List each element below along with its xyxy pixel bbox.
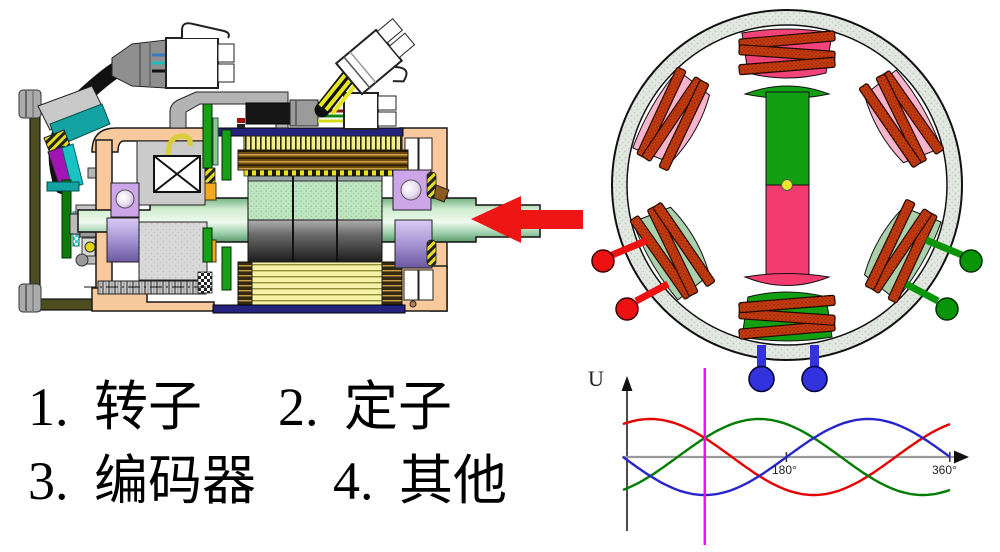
encoder-connector — [111, 22, 235, 89]
option-label: 编码器 — [94, 451, 256, 511]
encoder-led — [84, 241, 96, 253]
terminal-green — [904, 236, 983, 321]
option-number: 3. — [28, 451, 69, 511]
bearing-right — [392, 169, 450, 269]
option-number: 1. — [28, 377, 69, 437]
x-axis-arrow-icon — [954, 450, 969, 464]
connector-latch — [181, 22, 230, 39]
connector-latch — [392, 66, 408, 83]
option-label: 转子 — [94, 377, 202, 437]
encoder-hub-internals — [84, 99, 245, 295]
stator-winding-top — [212, 127, 409, 177]
stator-pole-lower-left — [628, 197, 717, 305]
terminal-red — [591, 236, 670, 321]
rotor-axis-dot — [781, 179, 793, 191]
end-cap-windows — [403, 137, 434, 308]
option-label: 其他 — [399, 451, 507, 511]
stator-pole-upper-left — [628, 65, 717, 173]
waveform-curves — [622, 417, 951, 497]
stator-winding-bottom — [212, 261, 406, 314]
stator-pole-upper-right — [857, 65, 946, 173]
option-number: 2. — [278, 377, 319, 437]
hex-bolt-top — [18, 89, 42, 119]
option-rotor: 1. 转子 — [28, 378, 202, 436]
servo-motor-cutaway — [18, 17, 583, 314]
hex-bolt-bottom — [18, 283, 42, 313]
option-other: 4. 其他 — [333, 452, 507, 510]
stator-cross-section — [591, 9, 983, 393]
encoder-end-frame — [18, 89, 97, 313]
terminal-blue — [748, 345, 828, 393]
stator-pole-bottom — [738, 291, 836, 342]
signal-connector — [334, 17, 416, 96]
wave-phase-a — [622, 417, 951, 497]
y-axis-label: U — [588, 366, 604, 391]
x-tick-360: 360° — [932, 463, 957, 477]
option-stator: 2. 定子 — [278, 378, 452, 436]
x-tick-180: 180° — [772, 463, 797, 477]
option-number: 4. — [333, 451, 374, 511]
yellow-hookup-wire — [165, 133, 193, 156]
bearing-left — [110, 182, 140, 218]
stator-pole-lower-right — [857, 197, 946, 305]
wave-phase-c — [622, 417, 951, 497]
wave-phase-b — [622, 417, 951, 497]
rotor-core — [247, 175, 383, 263]
option-encoder: 3. 编码器 — [28, 452, 256, 510]
stator-pole-top — [738, 28, 836, 79]
rotor-magnet — [743, 85, 831, 286]
red-direction-arrow-icon — [471, 196, 583, 243]
x-box — [153, 155, 201, 193]
y-axis-arrow-icon — [621, 376, 633, 391]
waveform-chart — [621, 368, 969, 545]
option-label: 定子 — [344, 377, 452, 437]
